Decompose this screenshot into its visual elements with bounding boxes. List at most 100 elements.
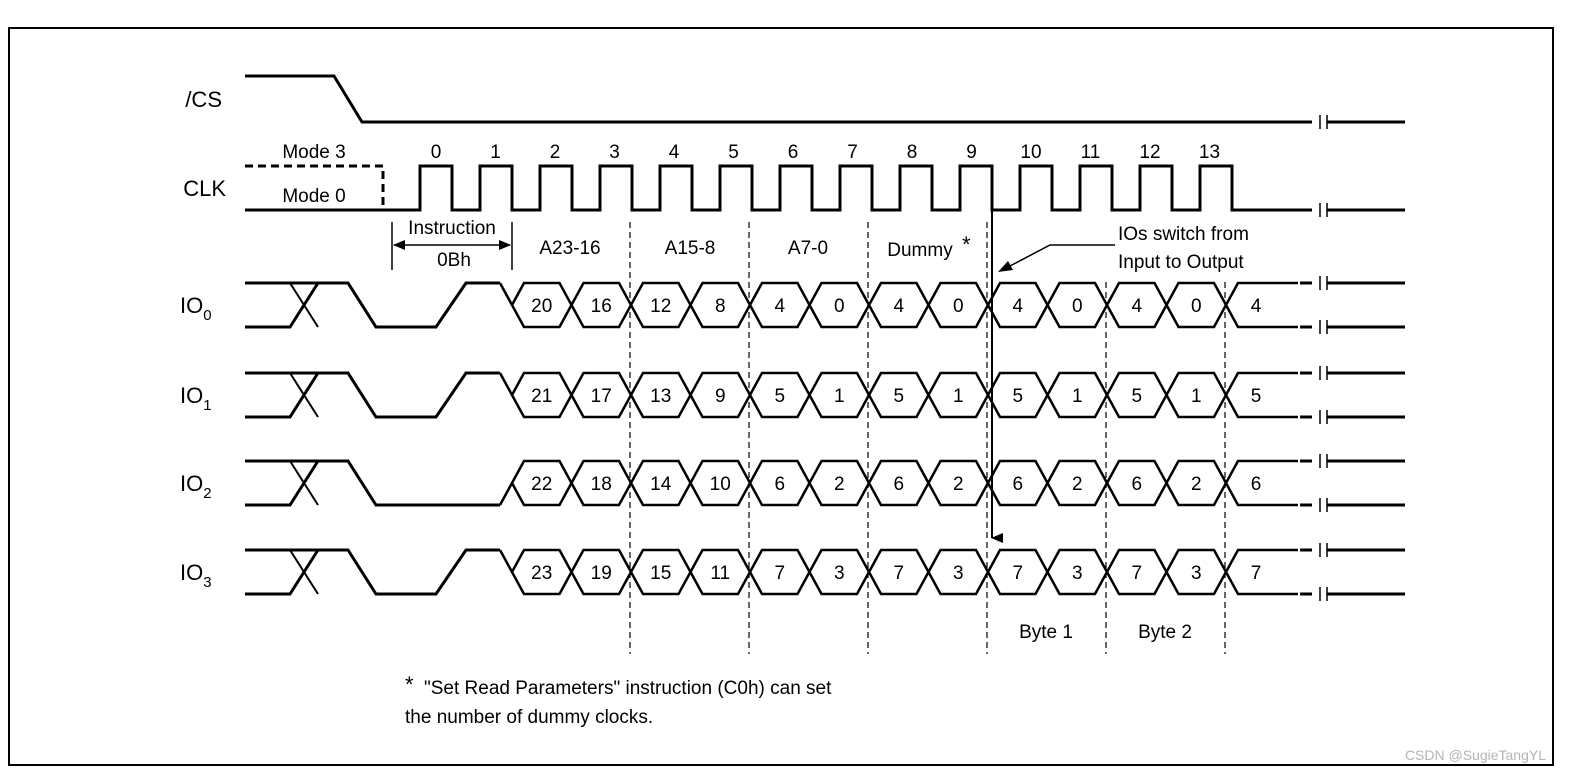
io-lead-in	[498, 372, 514, 396]
io-bit-value: 6	[1251, 474, 1262, 495]
io-lead-in	[498, 482, 514, 506]
io-bit-value: 11	[710, 563, 730, 584]
clock-number: 3	[609, 142, 620, 163]
io-bit-value: 7	[893, 563, 904, 584]
io-bit-value: 15	[650, 563, 671, 584]
io-signal-label: IO1	[180, 383, 212, 414]
io-bit-value: 6	[1012, 474, 1023, 495]
io-break-mark	[1319, 543, 1328, 601]
io-break-mark	[1319, 276, 1328, 334]
clock-number: 12	[1139, 142, 1160, 163]
io-bit-value: 18	[591, 474, 612, 495]
io-break-mark	[1319, 454, 1328, 512]
clock-number: 2	[550, 142, 561, 163]
clk-mode3-dashed-level	[245, 164, 385, 210]
io-bit-value: 14	[650, 474, 672, 495]
io-bit-value: 5	[893, 386, 904, 407]
instruction-arrow-head-left	[393, 240, 405, 250]
io-bit-value: 22	[531, 474, 552, 495]
io-bit-value: 17	[591, 386, 612, 407]
io-break-mark	[1319, 366, 1328, 424]
io-bit-value: 2	[1191, 474, 1202, 495]
io-bit-value: 4	[1012, 296, 1023, 317]
io-switch-note-line1: IOs switch from	[1118, 224, 1249, 245]
io-bit-value: 1	[834, 386, 845, 407]
io-switch-pointer-head	[998, 261, 1013, 272]
diagram-frame	[8, 27, 1554, 766]
io-bus-crossing	[289, 372, 319, 418]
io-pre-address-waveform	[245, 281, 500, 329]
io-bit-value: 12	[650, 296, 671, 317]
cs-signal-label: /CS	[185, 87, 222, 112]
clock-number: 8	[907, 142, 918, 163]
io-bit-value: 1	[1072, 386, 1083, 407]
io-bit-value: 3	[834, 563, 845, 584]
io-bit-value: 3	[1191, 563, 1202, 584]
footnote-line2: the number of dummy clocks.	[405, 707, 653, 728]
io-bit-value: 7	[1012, 563, 1023, 584]
clock-number: 5	[728, 142, 739, 163]
io-tail-continued	[1327, 281, 1405, 329]
clk-break-mark	[1319, 203, 1328, 217]
io-bit-value: 0	[834, 296, 845, 317]
io-bit-value: 2	[834, 474, 845, 495]
dummy-label: Dummy	[887, 240, 953, 261]
io-switch-pointer-line	[1009, 244, 1115, 267]
io-signal-label: IO2	[180, 471, 212, 502]
io-bit-value: 4	[893, 296, 904, 317]
io-bit-value: 19	[591, 563, 612, 584]
clk-waveform	[245, 164, 1312, 212]
io-data-cell	[1224, 281, 1298, 329]
io-tail	[1300, 371, 1312, 419]
footnote-line1: "Set Read Parameters" instruction (C0h) …	[424, 678, 832, 699]
cs-waveform	[245, 74, 1312, 124]
byte1-label: Byte 1	[1019, 622, 1073, 643]
io-switch-note-line2: Input to Output	[1118, 252, 1244, 273]
io-bit-value: 0	[953, 296, 964, 317]
io-data-cell	[1224, 371, 1298, 419]
io-bit-value: 10	[710, 474, 731, 495]
addr-low-label: A7-0	[788, 238, 828, 259]
io-lead-in	[498, 282, 514, 306]
clock-number: 10	[1020, 142, 1041, 163]
io-data-cell	[1224, 548, 1298, 596]
cs-break-mark	[1319, 115, 1328, 129]
io-bit-value: 23	[531, 563, 552, 584]
io-data-cell	[1224, 459, 1298, 507]
io-bit-value: 2	[953, 474, 964, 495]
addr-mid-label: A15-8	[665, 238, 716, 259]
io-pre-address-waveform	[245, 371, 500, 419]
io-signal-label: IO0	[180, 293, 212, 324]
io-bit-value: 3	[1072, 563, 1083, 584]
clk-signal-label: CLK	[183, 176, 226, 201]
clock-number: 1	[490, 142, 501, 163]
io-bit-value: 5	[774, 386, 785, 407]
io-bit-value: 6	[1131, 474, 1142, 495]
instruction-code-label: 0Bh	[437, 250, 471, 271]
io-pre-address-waveform	[245, 548, 500, 596]
io-pre-address-waveform	[245, 459, 500, 507]
mode3-label: Mode 3	[282, 142, 345, 163]
io-tail	[1300, 459, 1312, 507]
io-bit-value: 9	[715, 386, 726, 407]
mode0-label: Mode 0	[282, 186, 345, 207]
io-bit-value: 2	[1072, 474, 1083, 495]
io-bit-value: 7	[774, 563, 785, 584]
io-bit-value: 6	[893, 474, 904, 495]
io-tail-continued	[1327, 459, 1405, 507]
clock-number: 13	[1199, 142, 1220, 163]
clock-number: 4	[669, 142, 680, 163]
io-bit-value: 20	[531, 296, 552, 317]
addr-high-label: A23-16	[539, 238, 600, 259]
csdn-watermark: CSDN @SugieTangYL	[1405, 747, 1546, 763]
io-bit-value: 0	[1072, 296, 1083, 317]
clock-number: 0	[431, 142, 442, 163]
io-lead-in	[498, 549, 514, 573]
io-signal-label: IO3	[180, 560, 212, 591]
